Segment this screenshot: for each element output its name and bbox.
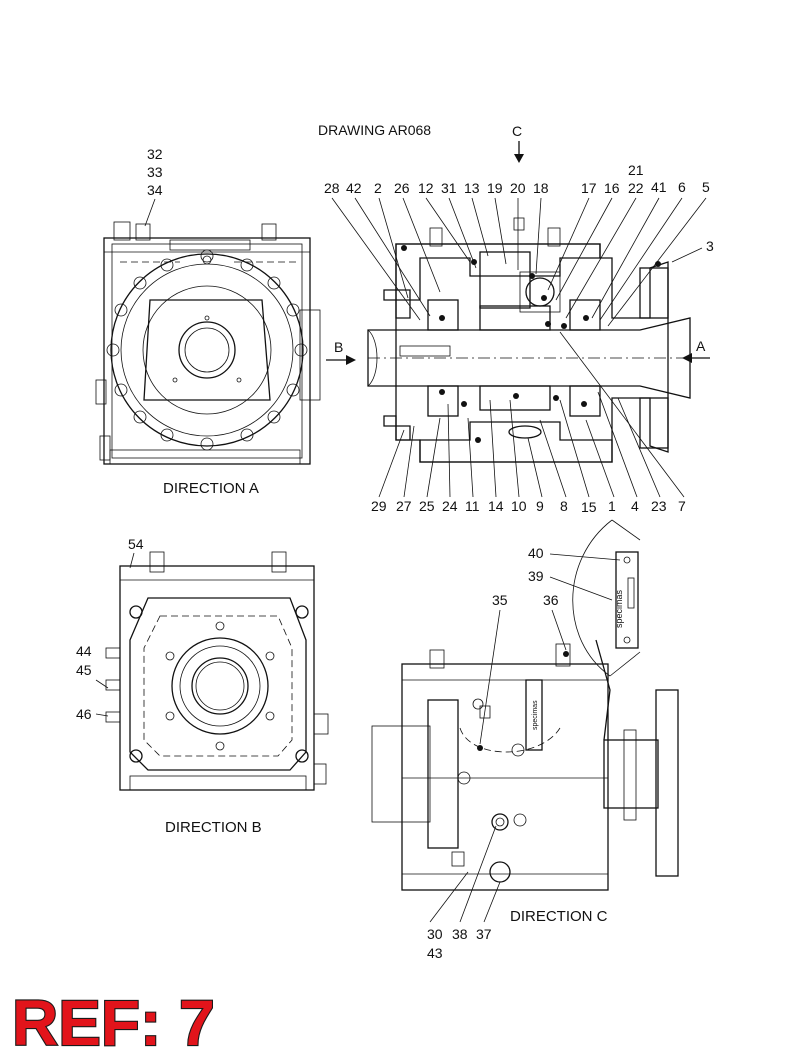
callout-14: 14	[488, 498, 504, 514]
caption-direction-b: DIRECTION B	[165, 819, 262, 836]
view-b-bolt-holes	[129, 605, 309, 763]
callout-15: 15	[581, 499, 597, 515]
arrow-label-b: B	[334, 339, 343, 355]
view-b-callout-45: 45	[76, 662, 92, 678]
section-marker-c: C	[512, 123, 522, 139]
view-direction-b	[105, 551, 329, 791]
callout-5: 5	[702, 179, 710, 195]
callout-7: 7	[678, 498, 686, 514]
callout-2: 2	[374, 180, 382, 196]
callout-25: 25	[419, 498, 435, 514]
callout-10: 10	[511, 498, 527, 514]
view-c-leader-lines	[429, 553, 621, 923]
callout-3: 3	[706, 238, 714, 254]
bottom-leader-lines	[378, 331, 685, 498]
callout-11: 11	[465, 498, 480, 514]
section-arrow-c	[514, 141, 524, 163]
ref-number-label: REF: 7	[12, 987, 215, 1053]
view-c-callout-36: 36	[543, 592, 559, 608]
caption-direction-a: DIRECTION A	[163, 480, 259, 497]
view-b-callout-44: 44	[76, 643, 92, 659]
callout-19: 19	[487, 180, 503, 196]
view-c-nameplate: specimas	[525, 679, 543, 751]
svg-text:specimas: specimas	[532, 700, 539, 730]
callout-13: 13	[464, 180, 480, 196]
callout-4: 4	[631, 498, 639, 514]
top-leader-lines	[331, 197, 707, 327]
view-a-callout-33: 33	[147, 164, 163, 180]
callout-6: 6	[678, 179, 686, 195]
drawing-title: DRAWING AR068	[318, 122, 431, 138]
callout-24: 24	[442, 498, 458, 514]
callout-12: 12	[418, 180, 434, 196]
callout-41: 41	[651, 179, 667, 195]
view-a-callout-34: 34	[147, 182, 163, 198]
view-b-callout-54: 54	[128, 536, 144, 552]
callout-22: 22	[628, 180, 644, 196]
leader-line	[144, 198, 156, 227]
callout-20: 20	[510, 180, 526, 196]
view-c-callout-43: 43	[427, 945, 443, 961]
leader-line	[129, 552, 135, 569]
section-view-main	[367, 217, 691, 463]
caption-direction-c: DIRECTION C	[510, 908, 608, 925]
view-c-callout-37: 37	[476, 926, 492, 942]
callout-17: 17	[581, 180, 597, 196]
view-c-callout-40: 40	[528, 545, 544, 561]
view-direction-c	[371, 639, 679, 891]
arrow-b	[326, 355, 356, 365]
callout-16: 16	[604, 180, 620, 196]
view-a-callout-32: 32	[147, 146, 163, 162]
nameplate-detail: specimas	[572, 519, 641, 677]
arrow-a	[682, 353, 710, 363]
callout-23: 23	[651, 498, 667, 514]
callout-28: 28	[324, 180, 340, 196]
callout-42: 42	[346, 180, 362, 196]
svg-text:specimas: specimas	[614, 589, 624, 628]
section-part-markers	[401, 245, 661, 443]
leader-line	[95, 713, 109, 717]
callout-26: 26	[394, 180, 410, 196]
view-direction-a	[95, 221, 321, 465]
callout-21: 21	[628, 162, 644, 178]
callout-31: 31	[441, 180, 457, 196]
callout-9: 9	[536, 498, 544, 514]
callout-18: 18	[533, 180, 549, 196]
arrow-label-a: A	[696, 338, 706, 354]
view-c-callout-30: 30	[427, 926, 443, 942]
view-c-callout-39: 39	[528, 568, 544, 584]
leader-line	[95, 679, 109, 689]
callout-29: 29	[371, 498, 387, 514]
view-a-bolt-holes	[106, 249, 308, 451]
view-c-callout-38: 38	[452, 926, 468, 942]
callout-8: 8	[560, 498, 568, 514]
callout-27: 27	[396, 498, 412, 514]
callout-1: 1	[608, 498, 616, 514]
view-b-callout-46: 46	[76, 706, 92, 722]
view-c-callout-35: 35	[492, 592, 508, 608]
